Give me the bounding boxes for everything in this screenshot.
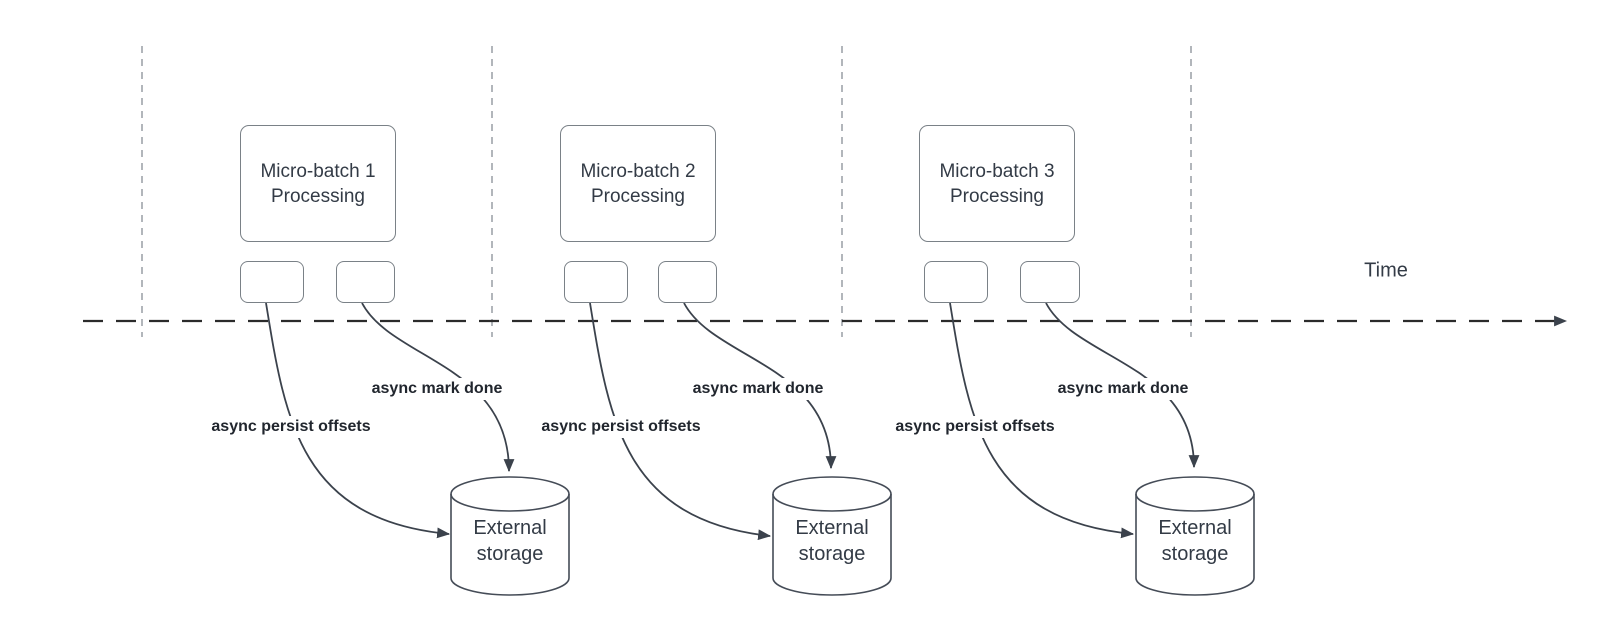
mark-done-arrow-2 <box>683 302 837 470</box>
persist-offsets-label-1: async persist offsets <box>208 416 374 438</box>
mark-done-label-3: async mark done <box>1054 378 1192 400</box>
cylinder-lid-arc <box>450 493 570 512</box>
storage-label-2: External storage <box>795 517 869 565</box>
task-box-1a <box>240 261 304 303</box>
storage-cylinder-2 <box>772 476 892 596</box>
storage-cylinder-1 <box>450 476 570 596</box>
task-box-2b <box>658 261 717 303</box>
persist-offsets-arrow-1 <box>265 302 451 539</box>
cylinder-body <box>450 476 570 596</box>
persist-offsets-label-3: async persist offsets <box>892 416 1058 438</box>
mark-done-arrow-1 <box>361 302 515 473</box>
persist-offsets-arrow-3 <box>949 302 1135 539</box>
storage-cylinder-3 <box>1135 476 1255 596</box>
mark-done-arrow-3 <box>1045 302 1200 469</box>
storage-label-3: External storage <box>1158 517 1232 565</box>
cylinder-lid-arc <box>1135 493 1255 512</box>
cylinder-body <box>772 476 892 596</box>
micro-batch-box-2: Micro-batch 2 Processing <box>560 125 716 242</box>
task-box-3b <box>1020 261 1080 303</box>
task-box-1b <box>336 261 395 303</box>
cylinder-body <box>1135 476 1255 596</box>
time-label: Time <box>1364 259 1408 282</box>
mark-done-label-2: async mark done <box>689 378 827 400</box>
storage-label-1: External storage <box>473 517 547 565</box>
micro-batch-box-3: Micro-batch 3 Processing <box>919 125 1075 242</box>
micro-batch-box-1: Micro-batch 1 Processing <box>240 125 396 242</box>
persist-offsets-label-2: async persist offsets <box>538 416 704 438</box>
persist-offsets-arrow-2 <box>589 302 772 541</box>
mark-done-label-1: async mark done <box>368 378 506 400</box>
task-box-2a <box>564 261 628 303</box>
task-box-3a <box>924 261 988 303</box>
cylinder-lid-arc <box>772 493 892 512</box>
